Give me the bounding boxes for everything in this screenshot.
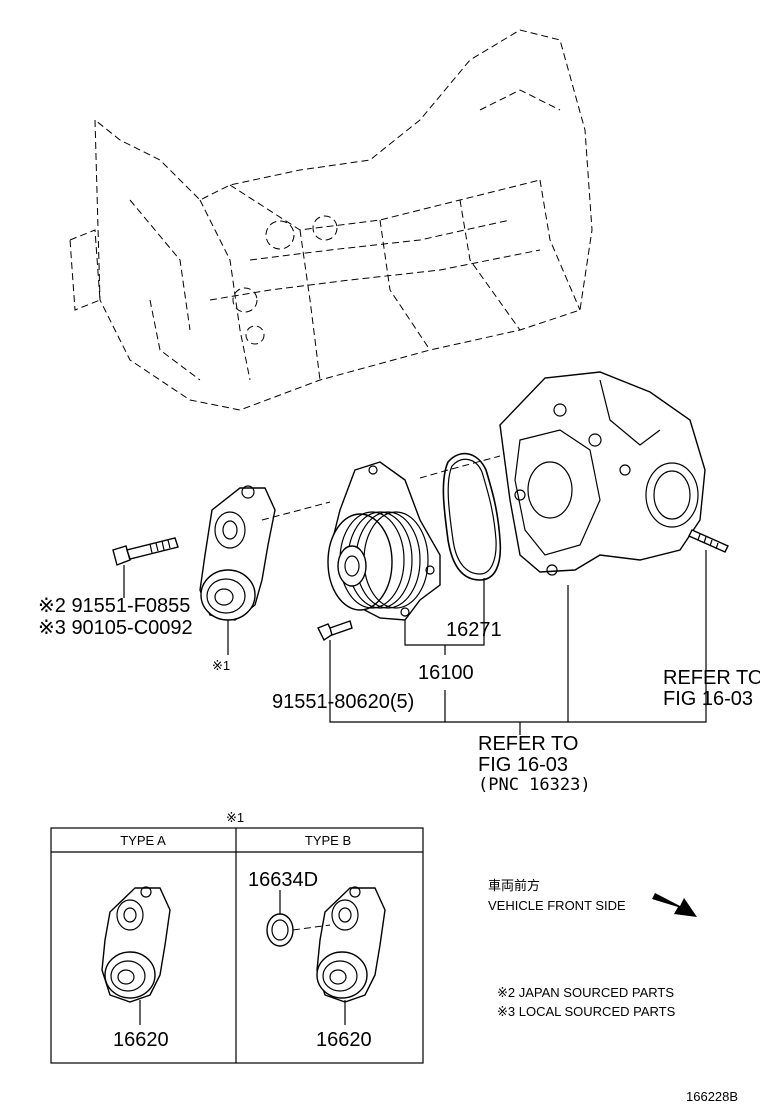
refer-right-line1: REFER TO <box>663 667 760 689</box>
arrow-down-right-icon <box>652 893 697 917</box>
water-pump-label: 16100 <box>418 662 474 684</box>
type-a-tensioner-illustration <box>101 886 171 1025</box>
engine-block-illustration <box>69 29 593 411</box>
table-note: ※1 <box>226 810 244 825</box>
legend-japan: ※2 JAPAN SOURCED PARTS <box>497 985 674 1000</box>
refer-center-line2: FIG 16-03 <box>478 754 568 776</box>
type-a-part-number: 16620 <box>113 1029 169 1051</box>
front-side-jp: 車両前方 <box>488 878 540 893</box>
figure-id: 166228B <box>686 1089 738 1104</box>
type-b-header: TYPE B <box>305 833 351 848</box>
water-pump-illustration <box>327 461 441 621</box>
type-a-header: TYPE A <box>120 833 166 848</box>
stud-bolt-illustration <box>688 529 729 553</box>
front-side-en: VEHICLE FRONT SIDE <box>488 898 626 913</box>
gasket-illustration <box>442 452 502 581</box>
bolt-code-local: ※3 90105-C0092 <box>38 617 193 639</box>
bolt-code-japan: ※2 91551-F0855 <box>38 595 190 617</box>
tensioner-illustration <box>199 485 276 621</box>
refer-center-line1: REFER TO <box>478 733 578 755</box>
type-b-tensioner-illustration <box>266 886 386 1025</box>
timing-cover-illustration <box>499 371 706 576</box>
refer-center-line3: (PNC 16323) <box>478 775 591 795</box>
leader-lines <box>123 550 707 735</box>
tensioner-type-table: ※1 TYPE A TYPE B 16620 <box>50 810 424 1064</box>
pump-bolt-illustration <box>317 620 353 642</box>
type-b-part-number: 16620 <box>316 1029 372 1051</box>
pump-bolt-label: 91551-80620(5) <box>272 691 414 713</box>
gasket-label: 16271 <box>446 619 502 641</box>
refer-right-line2: FIG 16-03 <box>663 688 753 710</box>
tensioner-bolt-illustration <box>112 537 179 566</box>
type-b-extra-part-number: 16634D <box>248 869 318 891</box>
tensioner-note: ※1 <box>212 658 230 673</box>
legend-local: ※3 LOCAL SOURCED PARTS <box>497 1004 676 1019</box>
